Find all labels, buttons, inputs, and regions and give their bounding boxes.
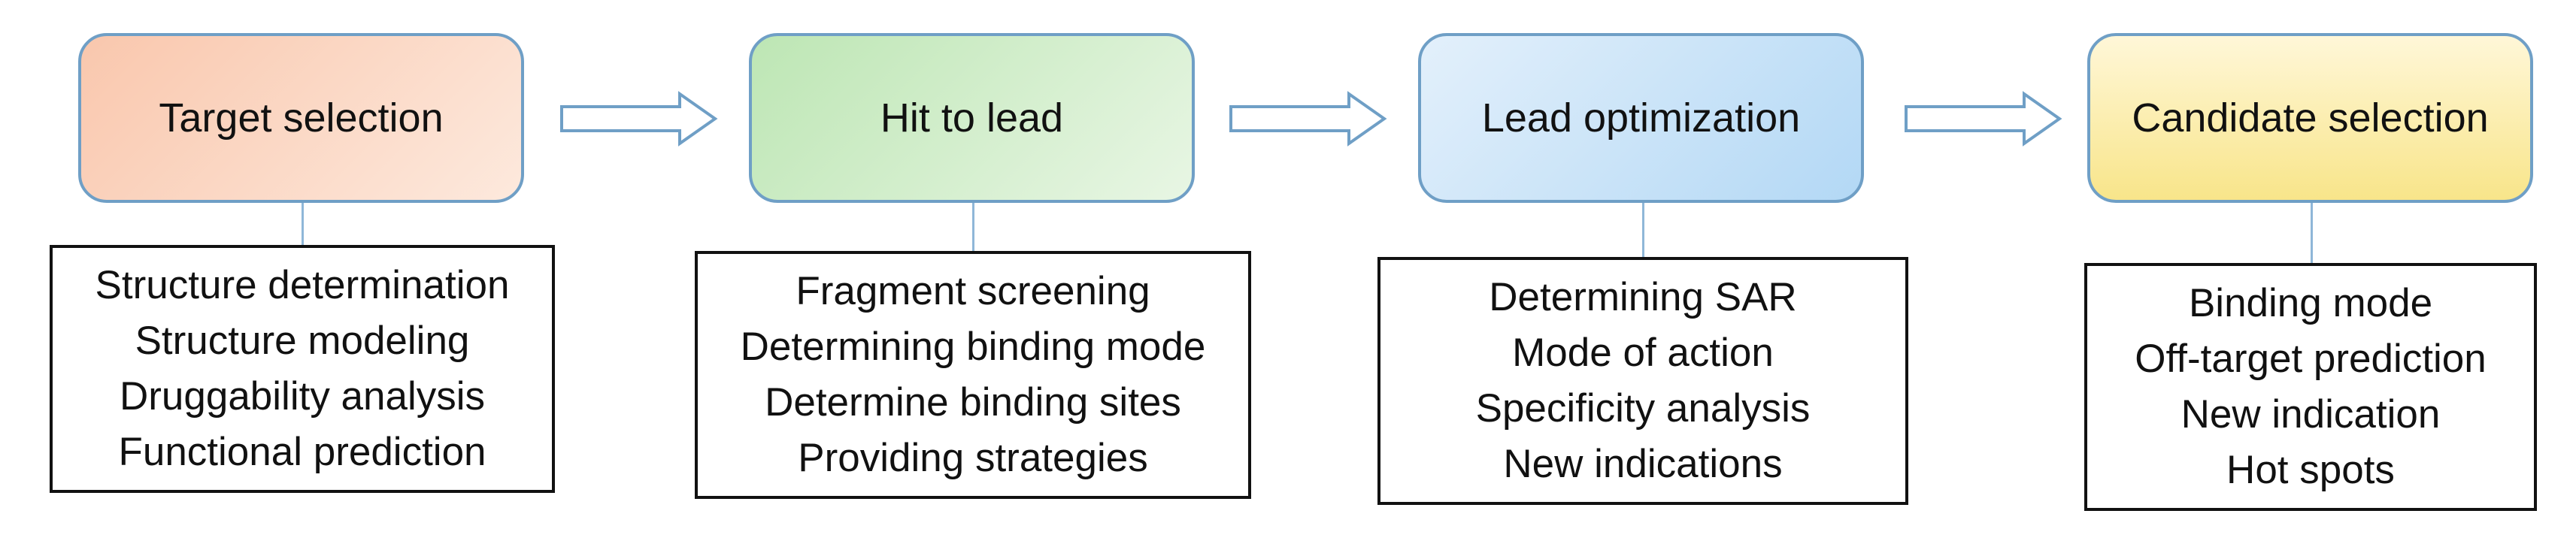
detail-item: Mode of action <box>1512 331 1774 375</box>
detail-item: Structure modeling <box>135 319 470 363</box>
detail-item: New indications <box>1503 442 1783 486</box>
stage-title: Target selection <box>159 95 444 141</box>
detail-item: Hot spots <box>2226 448 2395 492</box>
detail-item: Binding mode <box>2188 281 2433 325</box>
stage-box-hit-to-lead: Hit to lead <box>749 33 1195 203</box>
detail-item: Specificity analysis <box>1475 386 1811 431</box>
detail-item: Determining SAR <box>1489 275 1797 319</box>
detail-item: Off-target prediction <box>2135 337 2487 381</box>
details-box-target-selection: Structure determination Structure modeli… <box>50 245 555 493</box>
detail-item: Structure determination <box>95 263 510 307</box>
stage-box-lead-optimization: Lead optimization <box>1418 33 1864 203</box>
details-box-candidate-selection: Binding mode Off-target prediction New i… <box>2084 263 2537 511</box>
stage-title: Lead optimization <box>1481 95 1801 141</box>
stage-connector <box>2311 203 2313 263</box>
flow-arrow-3 <box>1905 91 2062 147</box>
detail-item: Functional prediction <box>118 430 486 474</box>
detail-item: New indication <box>2181 392 2441 437</box>
detail-item: Providing strategies <box>798 436 1148 480</box>
stage-connector <box>302 203 304 245</box>
detail-item: Determining binding mode <box>740 325 1206 369</box>
detail-item: Fragment screening <box>796 269 1150 313</box>
stage-connector <box>972 203 974 251</box>
stage-title: Hit to lead <box>880 95 1064 141</box>
details-box-hit-to-lead: Fragment screening Determining binding m… <box>695 251 1251 499</box>
stage-title: Candidate selection <box>2132 95 2489 141</box>
stage-box-target-selection: Target selection <box>78 33 524 203</box>
flow-arrow-1 <box>560 91 718 147</box>
details-box-lead-optimization: Determining SAR Mode of action Specifici… <box>1377 257 1908 505</box>
detail-item: Druggability analysis <box>119 374 486 419</box>
stage-box-candidate-selection: Candidate selection <box>2087 33 2533 203</box>
flow-arrow-2 <box>1229 91 1387 147</box>
stage-connector <box>1642 203 1644 257</box>
detail-item: Determine binding sites <box>765 380 1181 425</box>
